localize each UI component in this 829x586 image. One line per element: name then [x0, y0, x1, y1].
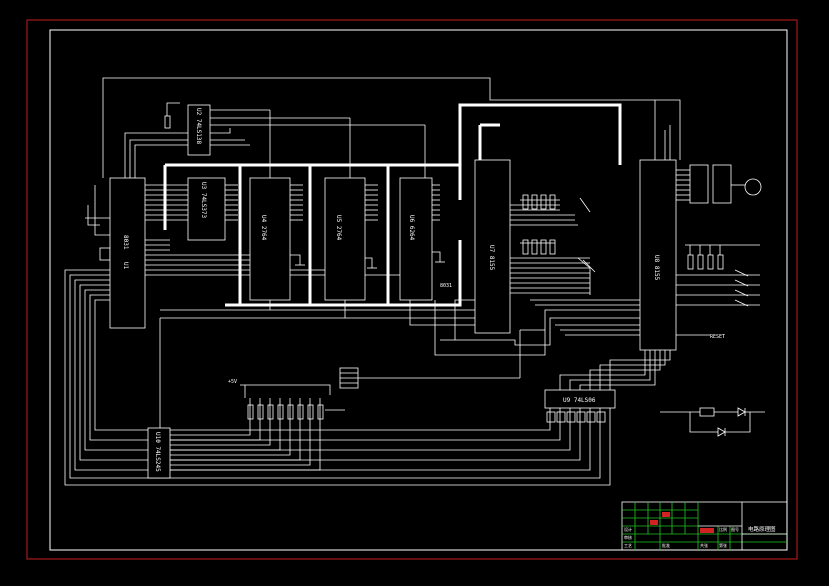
u7-port-lines	[510, 199, 590, 294]
title-cell-number: 图号	[731, 526, 739, 532]
title-cell-sheet: 第张	[719, 542, 727, 548]
data-bus	[163, 103, 622, 307]
title-cell-total: 共张	[700, 542, 708, 548]
chip-u4: U4 2764	[249, 177, 291, 301]
key-pullups	[687, 254, 724, 270]
u7-resistors	[522, 194, 556, 255]
chip-u1: U1 8031	[109, 177, 146, 329]
chip-u9: U9 74LS06	[544, 389, 616, 423]
inner-border	[49, 29, 788, 551]
chip-u4-label: U4 2764	[260, 215, 267, 241]
chip-u6: U6 6264	[399, 177, 433, 301]
chip-u8: U8 8155	[639, 159, 677, 351]
chip-u5-label: U5 2764	[335, 215, 342, 241]
led-resistor-array	[247, 404, 324, 420]
chip-u2-label: U2 74LS138	[195, 108, 202, 145]
net-vcc-label: +5V	[228, 379, 237, 385]
chip-u5: U5 2764	[324, 177, 366, 301]
title-cell-design: 设计	[624, 526, 632, 532]
chip-u3-label: U3 74LS373	[200, 182, 207, 219]
key-switches	[734, 269, 749, 307]
chip-u7-label: U7 8155	[488, 245, 495, 271]
u8-right-lines	[676, 169, 690, 201]
chip-u8-label: U8 8155	[653, 255, 660, 281]
chip-u7: U7 8155	[474, 159, 511, 334]
outer-frame	[26, 19, 798, 560]
u3-memory-lines	[225, 184, 238, 221]
chip-u9-label: U9 74LS06	[563, 397, 596, 404]
chip-u1-label: U1	[122, 262, 129, 270]
chip-u6-label: U6 6264	[408, 215, 415, 241]
chip-u1-part: 8031	[122, 235, 129, 250]
title-cell-review: 审核	[624, 534, 632, 540]
title-drawing-name: 电路原理图	[748, 525, 776, 533]
memory-pin-stubs	[290, 184, 440, 221]
net-clock-label: 8031	[440, 283, 452, 289]
title-cell-approve: 批准	[662, 542, 670, 548]
u8-left-lines	[530, 299, 640, 336]
title-block: 电路原理图 设计 审核 工艺 批准 比例 图号 共张 第张	[621, 501, 788, 551]
chip-u10-label: U10 74LS245	[154, 432, 161, 472]
chip-u2: U2 74LS138	[187, 104, 211, 156]
title-cell-process: 工艺	[624, 543, 632, 548]
chip-u3: U3 74LS373	[187, 177, 226, 241]
title-cell-scale: 比例	[719, 526, 727, 532]
net-reset-label: RESET	[710, 334, 725, 340]
chip-u10: U10 74LS245	[147, 427, 171, 479]
